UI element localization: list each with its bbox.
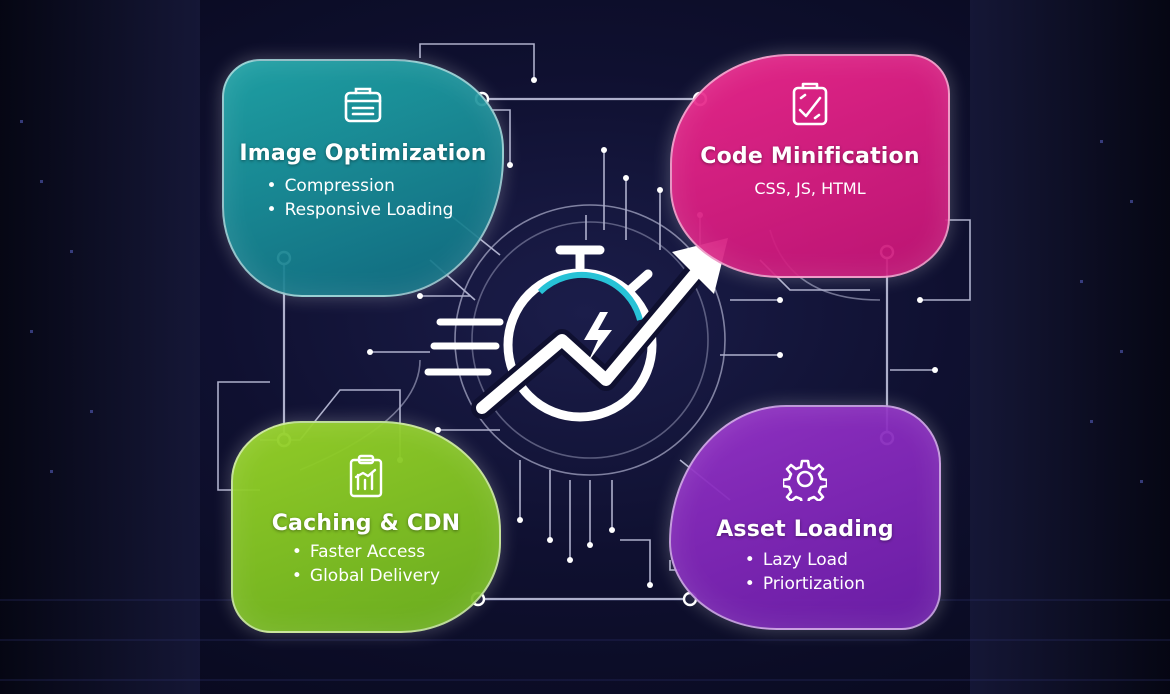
gear-icon [783, 459, 827, 501]
bullet-list: Lazy Load Priortization [745, 548, 865, 596]
list-item: Global Delivery [292, 564, 440, 588]
clipboard-chart-icon [349, 454, 383, 498]
card-subtitle: CSS, JS, HTML [754, 179, 866, 198]
checklist-code-icon [792, 82, 828, 126]
asset-loading-card: Asset Loading Lazy Load Priortization [669, 405, 941, 630]
list-item: Lazy Load [745, 548, 865, 572]
list-item: Priortization [745, 572, 865, 596]
bullet-list: Faster Access Global Delivery [292, 540, 440, 588]
card-title: Image Optimization [239, 141, 487, 166]
caching-cdn-card: Caching & CDN Faster Access Global Deliv… [231, 421, 501, 633]
card-title: Caching & CDN [271, 511, 461, 536]
card-title: Code Minification [700, 144, 920, 169]
code-minification-card: Code Minification CSS, JS, HTML [670, 54, 950, 278]
list-item: Compression [267, 174, 454, 198]
calendar-box-icon [344, 87, 382, 123]
bullet-list: Compression Responsive Loading [267, 174, 454, 222]
card-title: Asset Loading [716, 517, 894, 542]
list-item: Faster Access [292, 540, 440, 564]
stopwatch-growth-arrow-icon [424, 238, 728, 422]
image-optimization-card: Image Optimization Compression Responsiv… [222, 59, 504, 297]
list-item: Responsive Loading [267, 198, 454, 222]
